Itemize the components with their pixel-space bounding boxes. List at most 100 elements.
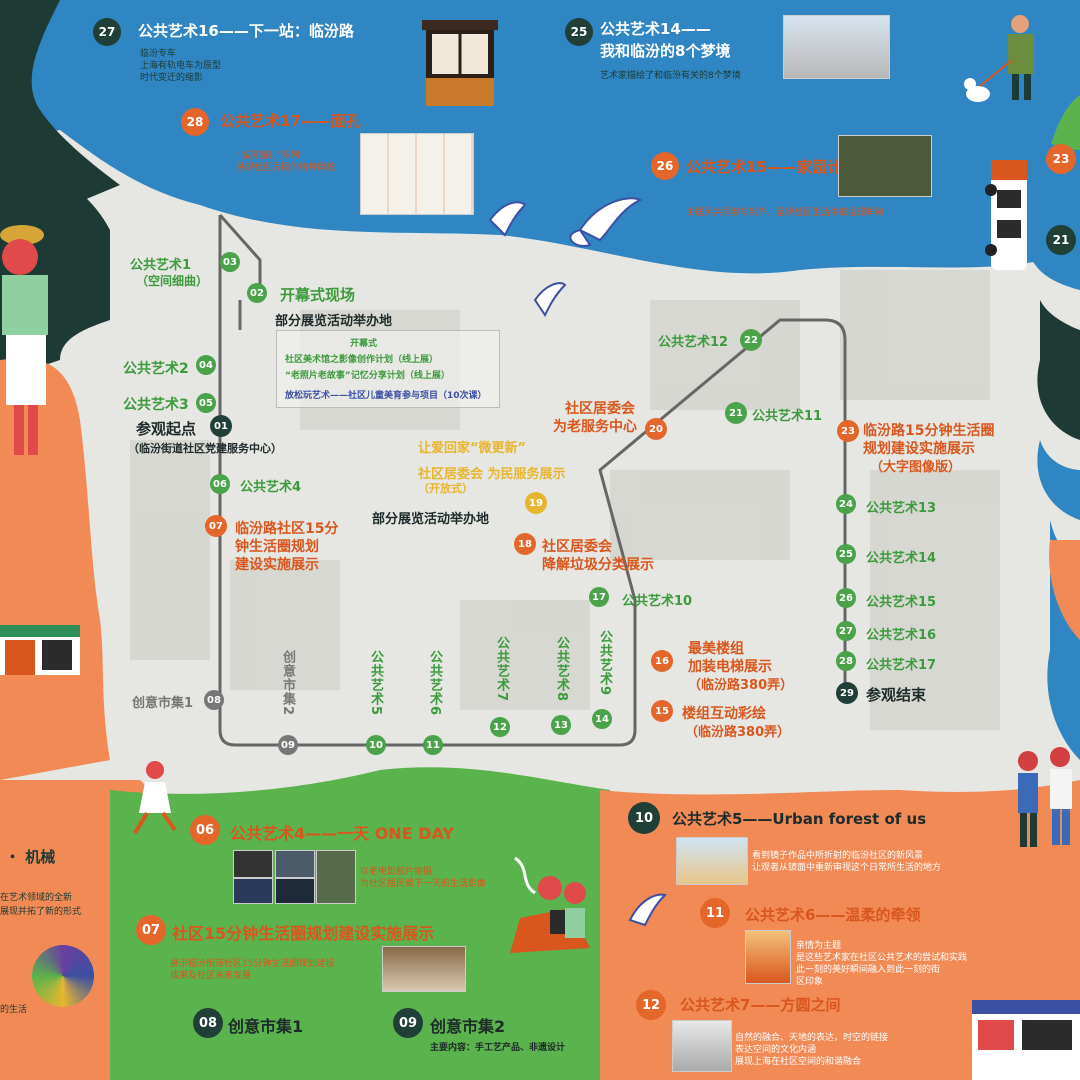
stop-badge-23[interactable]: 23 [1046,144,1076,174]
label-18-1: 社区居委会 [542,539,612,555]
stop-29[interactable]: 29 [836,682,858,704]
label-pa11: 公共艺术11 [752,409,823,424]
item-12-desc-1: 自然的融合、天地的表达，时空的链接 [735,1033,889,1043]
tram-illustration [422,20,498,106]
badge-12[interactable]: 12 [636,990,666,1020]
stop-14[interactable]: 14 [592,709,612,729]
info-box-line-3: “老照片老故事”记忆分享计划（线上展） [285,371,450,381]
info-box-line-1: 开幕式 [350,339,378,349]
stop-28[interactable]: 28 [836,651,856,671]
stop-24[interactable]: 24 [836,494,856,514]
stop-badge-26[interactable]: 26 [651,152,679,180]
item-07-desc-1: 展示临汾街道社区15分钟生活圈规划建设 [170,959,335,969]
stop-12[interactable]: 12 [490,717,510,737]
item-28-desc-2: 展现社区居民的精神风貌 [236,163,336,173]
item-26-desc: 由居民共同参与制作，呈现社区生活中的温暖瞬间 [686,208,885,218]
stop-badge-21[interactable]: 21 [1046,225,1076,255]
stop-21[interactable]: 21 [725,402,747,424]
stop-25[interactable]: 25 [836,544,856,564]
label-v6: 公共艺术6 [427,650,442,717]
stop-26[interactable]: 26 [836,588,856,608]
stop-07[interactable]: 07 [205,515,227,537]
label-pa2: 公共艺术2 [123,361,189,377]
stop-11[interactable]: 11 [423,735,443,755]
info-box-line-4: 放松玩艺术——社区儿童美育参与项目（10次课） [285,391,487,401]
label-pa13: 公共艺术13 [866,501,937,516]
stop-17[interactable]: 17 [589,587,609,607]
info-box-line-2: 社区美术馆之影像创作计划（线上展） [285,355,439,365]
label-07-3: 建设实施展示 [235,557,319,573]
label-v8: 公共艺术8 [554,636,569,703]
stop-badge-28[interactable]: 28 [181,108,209,136]
item-28-title: 公共艺术17——面孔 [220,112,361,130]
badge-06[interactable]: 06 [190,815,220,845]
badge-11[interactable]: 11 [700,898,730,928]
item-06-photo-4 [233,878,273,904]
label-19-1: 让爱回家“微更新” [418,441,527,456]
stop-18[interactable]: 18 [514,533,536,555]
label-16-2: 加装电梯展示 [688,659,772,675]
dog-walker-illustration [964,15,1034,102]
stop-16[interactable]: 16 [651,650,673,672]
stop-06[interactable]: 06 [210,474,230,494]
bird-bottom-illustration [628,893,668,927]
stop-03[interactable]: 03 [220,252,240,272]
item-06-photo-3 [316,850,356,904]
item-11-photo [745,930,791,984]
stop-27[interactable]: 27 [836,621,856,641]
shop-illustration [0,625,80,675]
stop-20[interactable]: 20 [645,418,667,440]
item-28-desc-1: “临汾面孔”系列 [236,151,300,161]
stop-badge-25[interactable]: 25 [565,18,593,46]
item-06-desc-1: 以老电影胶片拍摄 [360,867,433,877]
label-15-1: 楼组互动彩绘 [682,706,766,722]
item-06-photo-1 [233,850,273,878]
reading-couple-illustration [510,856,590,953]
birds-illustration [488,197,643,317]
stop-10[interactable]: 10 [366,735,386,755]
label-19-3: （开放式） [418,482,473,495]
stop-09[interactable]: 09 [278,735,298,755]
item-12-title: 公共艺术7——方圆之间 [680,996,841,1014]
item-25-desc: 艺术家描绘了和临汾有关的8个梦境 [600,71,741,81]
label-pa12: 公共艺术12 [658,335,729,350]
stop-02[interactable]: 02 [247,283,267,303]
label-pa1: 公共艺术1 [130,258,192,273]
stop-22[interactable]: 22 [740,329,762,351]
label-pa15: 公共艺术15 [866,595,937,610]
label-start: 参观起点 [136,420,197,438]
label-07-2: 钟生活圈规划 [235,539,319,555]
stop-badge-27[interactable]: 27 [93,18,121,46]
stop-13[interactable]: 13 [551,715,571,735]
building-illustration [972,1000,1080,1080]
badge-09[interactable]: 09 [393,1008,423,1038]
item-25-title-2: 我和临汾的8个梦境 [600,42,731,60]
item-08-title: 创意市集1 [228,1017,304,1036]
badge-10[interactable]: 10 [628,802,660,834]
stop-04[interactable]: 04 [196,355,216,375]
label-venue-1: 部分展览活动举办地 [275,314,393,329]
stop-05[interactable]: 05 [196,393,216,413]
stop-23[interactable]: 23 [837,420,859,442]
stop-15[interactable]: 15 [651,700,673,722]
item-10-photo [676,837,748,885]
item-06-photo-2 [275,850,315,878]
label-opening: 开幕式现场 [280,286,356,304]
label-market2-vertical: 创意市集2 [280,650,295,717]
stop-08[interactable]: 08 [204,690,224,710]
label-16-1: 最美楼组 [688,641,744,657]
stop-19[interactable]: 19 [525,492,547,514]
item-09-desc: 主要内容：手工艺产品、非遗设计 [430,1043,566,1053]
label-23-2: 规划建设实施展示 [863,441,975,457]
item-27-title: 公共艺术16——下一站：临汾路 [138,22,354,40]
item-26-photo [838,135,932,197]
label-v9: 公共艺术9 [597,630,612,697]
item-27-desc-1: 临汾专车 [140,49,177,59]
item-12-photo [672,1020,732,1072]
stop-01[interactable]: 01 [210,415,232,437]
label-pa3: 公共艺术3 [123,397,189,413]
badge-08[interactable]: 08 [193,1008,223,1038]
woman-illustration [0,225,48,455]
badge-07[interactable]: 07 [136,915,166,945]
